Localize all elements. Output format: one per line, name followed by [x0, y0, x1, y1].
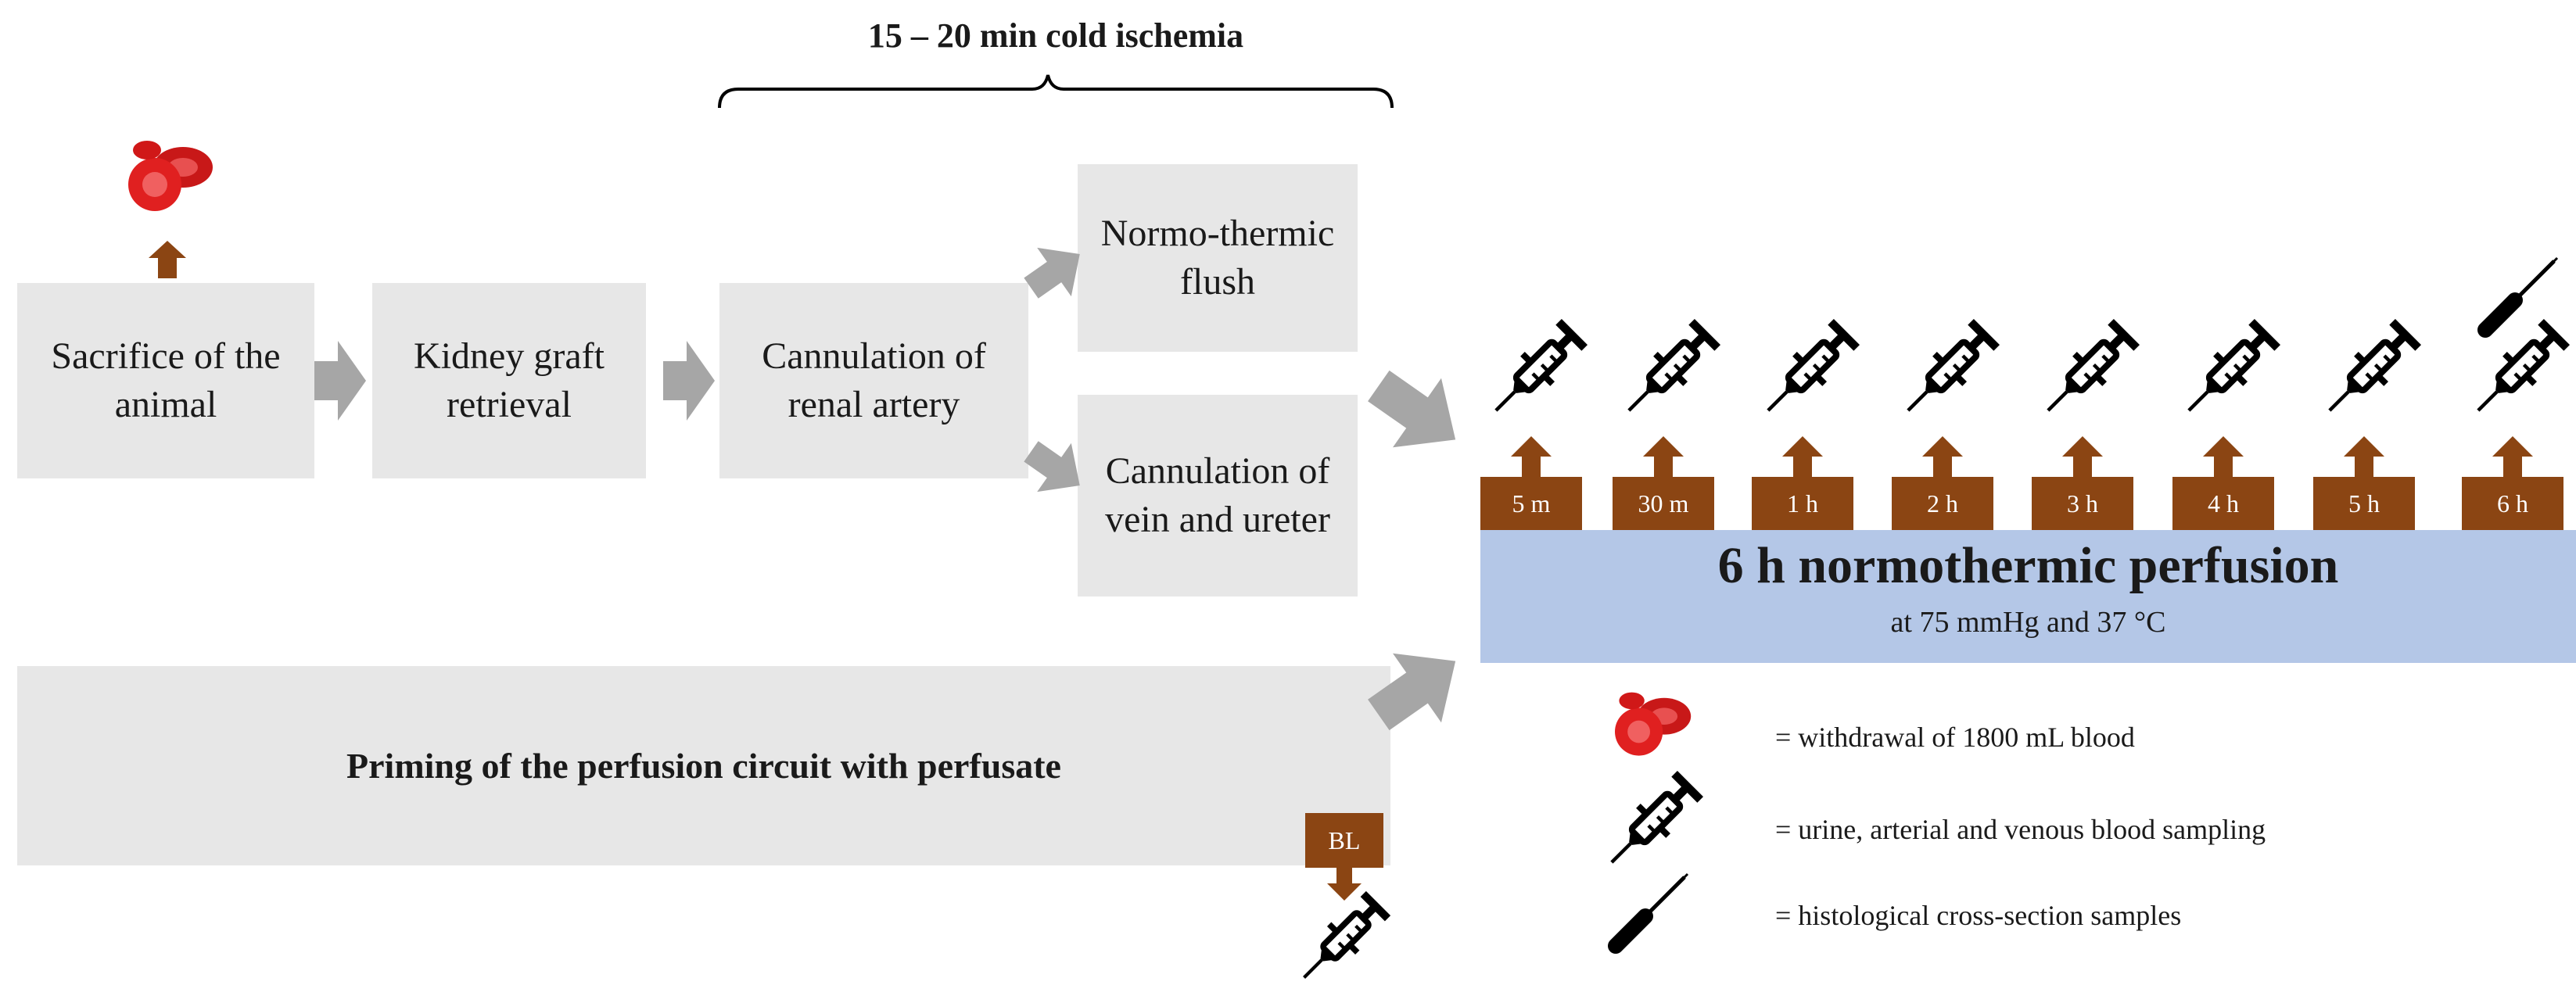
syringe-icon	[1753, 317, 1862, 425]
timepoint-30m: 30 m	[1613, 477, 1714, 530]
syringe-icon	[2315, 317, 2424, 425]
step-retrieval-label: Kidney graft retrieval	[414, 335, 605, 425]
legend-blood-text: = withdrawal of 1800 mL blood	[1775, 722, 2135, 753]
perfusion-subtitle: at 75 mmHg and 37 °C	[1890, 606, 2166, 639]
arrow-up-right-icon	[1024, 247, 1080, 299]
timepoint-label: 5 m	[1512, 489, 1551, 518]
timepoint-5h: 5 h	[2313, 477, 2415, 530]
timepoint-4h: 4 h	[2172, 477, 2274, 530]
arrow-up-icon	[2492, 436, 2533, 480]
step-flush-label: Normo-thermic flush	[1100, 213, 1335, 303]
biopsy-needle-icon	[1616, 874, 1688, 946]
step-cannulation-vein-label: Cannulation of vein and ureter	[1105, 450, 1330, 540]
step-cannulation-vein: Cannulation of vein and ureter	[1078, 395, 1358, 596]
timepoint-label: 3 h	[2067, 489, 2098, 518]
blood-cells-icon	[1615, 692, 1692, 756]
arrow-right-icon	[314, 341, 366, 421]
arrow-up-icon	[149, 241, 186, 278]
step-retrieval: Kidney graft retrieval	[372, 283, 646, 478]
timepoint-label: 5 h	[2348, 489, 2380, 518]
perfusion-bar: 6 h normothermic perfusion at 75 mmHg an…	[1480, 530, 2576, 663]
syringe-icon	[1893, 317, 2002, 425]
step-priming-label: Priming of the perfusion circuit with pe…	[346, 745, 1061, 786]
timepoint-label: 4 h	[2208, 489, 2239, 518]
step-sacrifice: Sacrifice of the animal	[17, 283, 314, 478]
arrow-up-icon	[1782, 436, 1823, 480]
syringe-icon	[1290, 889, 1392, 991]
timepoint-label: 1 h	[1787, 489, 1818, 518]
timepoint-5m: 5 m	[1480, 477, 1582, 530]
arrow-up-icon	[2203, 436, 2244, 480]
timepoint-1h: 1 h	[1752, 477, 1853, 530]
timepoint-2h: 2 h	[1892, 477, 1993, 530]
syringe-icon	[1481, 317, 1590, 425]
arrow-up-icon	[1511, 436, 1552, 480]
syringe-icon	[1614, 317, 1723, 425]
baseline-tab: BL	[1305, 813, 1383, 868]
perfusion-title: 6 h normothermic perfusion	[1717, 537, 2339, 594]
biopsy-needle-icon	[2485, 258, 2557, 330]
arrow-up-right-icon	[1368, 653, 1456, 731]
arrow-right-icon	[663, 341, 715, 421]
timepoint-6h: 6 h	[2462, 477, 2563, 530]
step-priming: Priming of the perfusion circuit with pe…	[17, 666, 1390, 865]
arrow-up-icon	[2344, 436, 2384, 480]
blood-cells-icon	[128, 141, 213, 211]
baseline-label: BL	[1328, 826, 1361, 854]
ischemia-label: 15 – 20 min cold ischemia	[867, 16, 1244, 55]
timepoint-label: 6 h	[2497, 489, 2528, 518]
syringe-icon	[2174, 317, 2283, 425]
step-cannulation-artery: Cannulation of renal artery	[719, 283, 1028, 478]
legend-syringe-text: = urine, arterial and venous blood sampl…	[1775, 814, 2266, 845]
arrow-down-icon	[1327, 868, 1362, 901]
step-flush: Normo-thermic flush	[1078, 164, 1358, 352]
timepoint-label: 2 h	[1927, 489, 1958, 518]
legend-histology-text: = histological cross-section samples	[1775, 900, 2182, 931]
step-cannulation-artery-label: Cannulation of renal artery	[762, 335, 986, 425]
arrow-up-icon	[2062, 436, 2103, 480]
arrow-up-icon	[1922, 436, 1963, 480]
timepoint-3h: 3 h	[2032, 477, 2133, 530]
arrow-up-icon	[1643, 436, 1684, 480]
ischemia-bracket	[718, 74, 1394, 109]
arrow-down-right-icon	[1024, 441, 1080, 493]
syringe-icon	[2033, 317, 2142, 425]
syringe-icon	[1597, 768, 1706, 877]
arrow-down-right-icon	[1368, 370, 1456, 448]
timepoint-label: 30 m	[1638, 489, 1689, 518]
step-sacrifice-label: Sacrifice of the animal	[51, 335, 281, 425]
